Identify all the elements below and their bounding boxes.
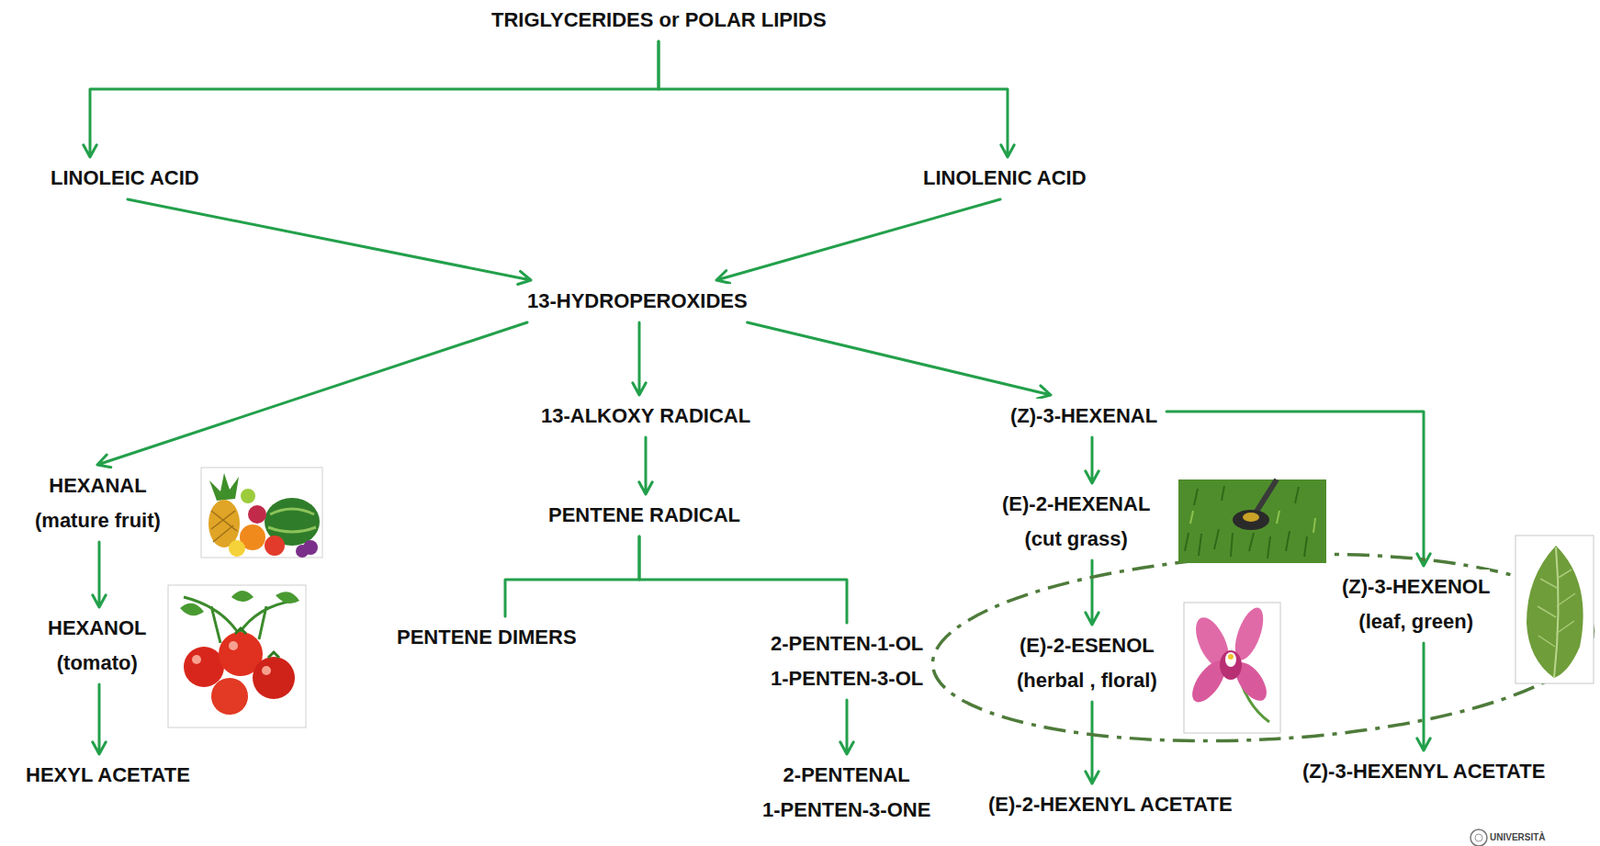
reaction-arrow	[658, 41, 1015, 158]
compound-name: PENTENE RADICAL	[548, 497, 741, 533]
compound-name: (Z)-3-HEXENOL	[1341, 569, 1490, 605]
compound-note: 1-PENTEN-3-ONE	[762, 792, 931, 828]
compound-note: (mature fruit)	[34, 503, 161, 539]
compound-node: PENTENE RADICAL	[542, 497, 746, 533]
tomato-picture	[168, 585, 306, 728]
leaf-picture	[1515, 535, 1594, 684]
compound-note: (herbal , floral)	[1016, 663, 1158, 699]
reaction-arrow	[639, 437, 653, 495]
compound-node: PENTENE DIMERS	[391, 619, 583, 655]
reaction-arrow	[1166, 411, 1431, 566]
reaction-arrow	[840, 699, 854, 755]
compound-node: HEXANOL(tomato)	[42, 610, 153, 681]
cut-grass-picture	[1178, 479, 1327, 564]
compound-name: PENTENE DIMERS	[396, 619, 577, 655]
compound-name: LINOLEIC ACID	[50, 160, 200, 196]
fruit-picture	[201, 467, 323, 558]
compound-name: HEXYL ACETATE	[25, 757, 191, 793]
compound-node: (E)-2-ESENOL(herbal , floral)	[1011, 628, 1163, 699]
reaction-arrow	[747, 322, 1051, 399]
reaction-arrow	[1085, 701, 1099, 784]
compound-node: HEXANAL(mature fruit)	[29, 468, 167, 539]
compound-name: HEXANAL	[34, 468, 161, 504]
compound-name: HEXANOL	[47, 610, 147, 646]
compound-name: (E)-2-HEXENAL	[1002, 486, 1150, 522]
compound-name: 13-ALKOXY RADICAL	[540, 398, 751, 434]
compound-note: 1-PENTEN-3-OL	[770, 661, 924, 697]
reaction-arrow	[97, 322, 528, 468]
compound-node: (E)-2-HEXENYL ACETATE	[982, 787, 1239, 823]
compound-node: 13-ALKOXY RADICAL	[535, 398, 756, 434]
compound-name: (E)-2-HEXENYL ACETATE	[988, 787, 1233, 823]
compound-node: (Z)-3-HEXENOL(leaf, green)	[1336, 569, 1496, 640]
reaction-arrow	[505, 536, 640, 617]
compound-name: 2-PENTENAL	[762, 757, 931, 793]
reaction-arrow	[1085, 560, 1099, 625]
compound-name: TRIGLYCERIDES or POLAR LIPIDS	[491, 2, 827, 38]
compound-note: (leaf, green)	[1341, 604, 1490, 640]
compound-name: 2-PENTEN-1-OL	[770, 626, 924, 662]
reaction-arrow	[632, 322, 646, 395]
reaction-arrow	[716, 199, 1001, 283]
highlight-ellipse	[927, 538, 1598, 756]
compound-note: (tomato)	[47, 645, 147, 681]
reaction-arrow	[92, 541, 106, 608]
compound-node: 2-PENTENAL1-PENTEN-3-ONE	[756, 757, 936, 828]
reaction-arrow	[127, 199, 531, 285]
reaction-arrow	[1417, 642, 1431, 751]
compound-node: (Z)-3-HEXENYL ACETATE	[1296, 754, 1551, 789]
compound-name: 13-HYDROPEROXIDES	[527, 283, 748, 319]
compound-node: 13-HYDROPEROXIDES	[521, 283, 754, 319]
compound-node: 2-PENTEN-1-OL1-PENTEN-3-OL	[765, 626, 929, 697]
compound-node: LINOLEIC ACID	[45, 160, 205, 196]
compound-node: TRIGLYCERIDES or POLAR LIPIDS	[485, 2, 833, 38]
reaction-arrow	[92, 684, 106, 755]
compound-node: HEXYL ACETATE	[20, 757, 196, 793]
compound-name: LINOLENIC ACID	[923, 160, 1087, 196]
flower-picture	[1183, 602, 1281, 733]
compound-name: (Z)-3-HEXENYL ACETATE	[1302, 754, 1545, 789]
compound-node: LINOLENIC ACID	[917, 160, 1093, 196]
compound-note: (cut grass)	[1002, 521, 1150, 557]
reaction-arrow	[83, 41, 659, 158]
reaction-arrow	[1085, 437, 1099, 484]
compound-name: (E)-2-ESENOL	[1016, 628, 1158, 664]
compound-name: (Z)-3-HEXENAL	[1010, 398, 1158, 434]
reaction-arrow	[639, 536, 847, 623]
compound-node: (E)-2-HEXENAL(cut grass)	[996, 486, 1156, 557]
university-logo-text: UNIVERSITÀ	[1489, 832, 1546, 844]
university-seal	[1470, 829, 1488, 846]
compound-node: (Z)-3-HEXENAL	[1004, 398, 1163, 434]
